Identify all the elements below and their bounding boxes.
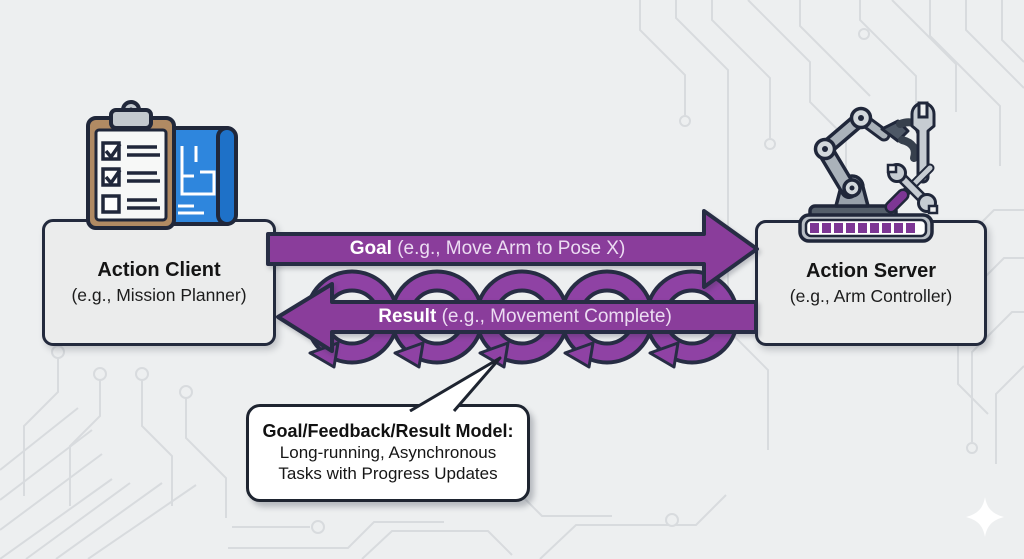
action-client-subtitle: (e.g., Mission Planner) bbox=[71, 285, 247, 305]
callout-bubble: Goal/Feedback/Result Model: Long-running… bbox=[246, 404, 530, 502]
callout-tail bbox=[409, 356, 502, 412]
robot-arm-icon bbox=[808, 106, 924, 224]
clipboard-checklist-icon bbox=[86, 100, 176, 230]
sparkle-icon bbox=[966, 497, 1004, 537]
blueprint-icon bbox=[164, 126, 238, 226]
action-server-title: Action Server bbox=[805, 259, 937, 282]
action-client-box: Action Client (e.g., Mission Planner) bbox=[42, 219, 276, 346]
action-client-title: Action Client bbox=[97, 259, 221, 281]
result-arrow-label-bold: Result bbox=[378, 306, 437, 327]
goal-arrow-label-bold: Goal bbox=[349, 238, 392, 259]
result-arrow-label-rest: (e.g., Movement Complete) bbox=[436, 306, 672, 327]
callout-line-1: Long-running, Asynchronous bbox=[279, 443, 497, 463]
callout-line-2: Tasks with Progress Updates bbox=[278, 463, 498, 483]
action-server-subtitle: (e.g., Arm Controller) bbox=[789, 285, 953, 306]
action-server-box: Action Server (e.g., Arm Controller) bbox=[755, 220, 987, 346]
goal-arrow-label: Goal (e.g., Move Arm to Pose X) bbox=[280, 234, 695, 264]
crossed-tools-icon bbox=[884, 163, 939, 215]
goal-arrow-label-rest: (e.g., Move Arm to Pose X) bbox=[391, 238, 626, 259]
result-arrow-label: Result (e.g., Movement Complete) bbox=[330, 302, 720, 332]
wrench-icon bbox=[910, 101, 936, 184]
callout-title: Goal/Feedback/Result Model: bbox=[262, 421, 514, 442]
